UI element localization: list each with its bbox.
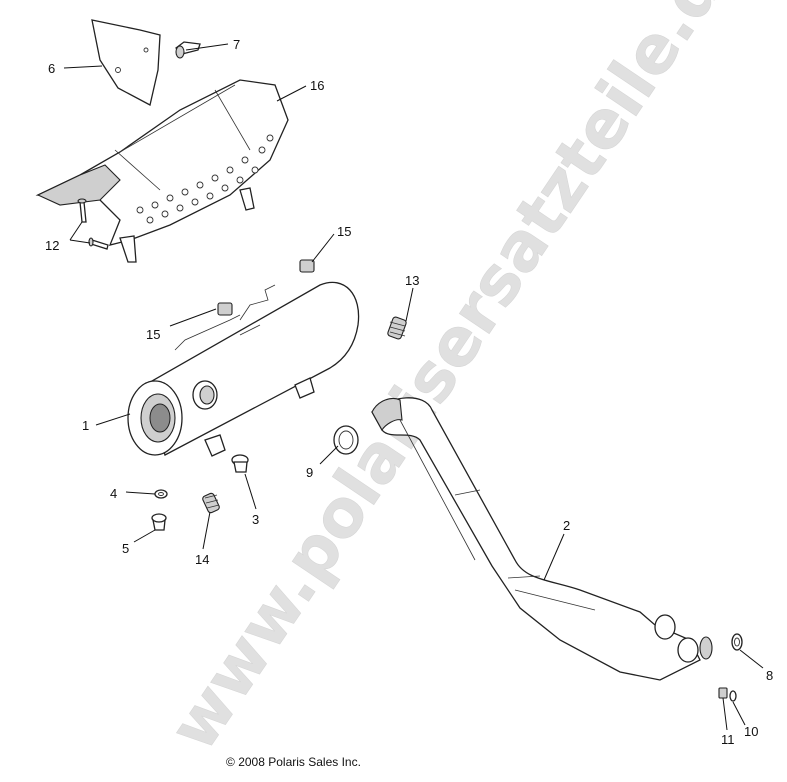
callout-2: 2 bbox=[563, 518, 570, 533]
callout-4: 4 bbox=[110, 486, 117, 501]
callout-15-lower: 15 bbox=[146, 327, 160, 342]
part-9-gasket bbox=[333, 425, 359, 455]
callout-16: 16 bbox=[310, 78, 324, 93]
part-8-gasket bbox=[731, 633, 743, 651]
part-14-spring bbox=[202, 492, 220, 514]
part-5-plug bbox=[151, 513, 167, 531]
callout-5: 5 bbox=[122, 541, 129, 556]
part-4-washer bbox=[154, 489, 168, 499]
callout-10: 10 bbox=[744, 724, 758, 739]
part-11-nut bbox=[718, 687, 728, 699]
heat-shield-vent-holes bbox=[136, 134, 274, 224]
callout-11: 11 bbox=[721, 732, 735, 747]
part-7-bolt bbox=[175, 41, 201, 59]
part-12-screws bbox=[77, 198, 109, 250]
leader-lines bbox=[63, 43, 764, 731]
callout-1: 1 bbox=[82, 418, 89, 433]
part-3-plug bbox=[231, 454, 249, 473]
part-15-grommet-lower bbox=[217, 302, 233, 316]
callout-13: 13 bbox=[405, 273, 419, 288]
callout-8: 8 bbox=[766, 668, 773, 683]
callout-15-upper: 15 bbox=[337, 224, 351, 239]
part-2-exhaust-pipe bbox=[371, 397, 713, 681]
callout-12: 12 bbox=[45, 238, 59, 253]
part-16-heat-shield bbox=[35, 79, 289, 263]
part-15-grommet-upper bbox=[299, 259, 315, 273]
copyright-notice: © 2008 Polaris Sales Inc. bbox=[226, 755, 361, 769]
callout-3: 3 bbox=[252, 512, 259, 527]
callout-9: 9 bbox=[306, 465, 313, 480]
part-13-spring bbox=[387, 316, 407, 340]
callout-labels: 6 7 16 12 15 15 13 1 9 4 3 2 5 14 8 10 1… bbox=[45, 37, 773, 747]
callout-7: 7 bbox=[233, 37, 240, 52]
part-1-muffler bbox=[127, 281, 360, 457]
callout-6: 6 bbox=[48, 61, 55, 76]
part-6-bracket bbox=[91, 19, 161, 106]
part-10-washer bbox=[729, 690, 737, 702]
callout-14: 14 bbox=[195, 552, 209, 567]
